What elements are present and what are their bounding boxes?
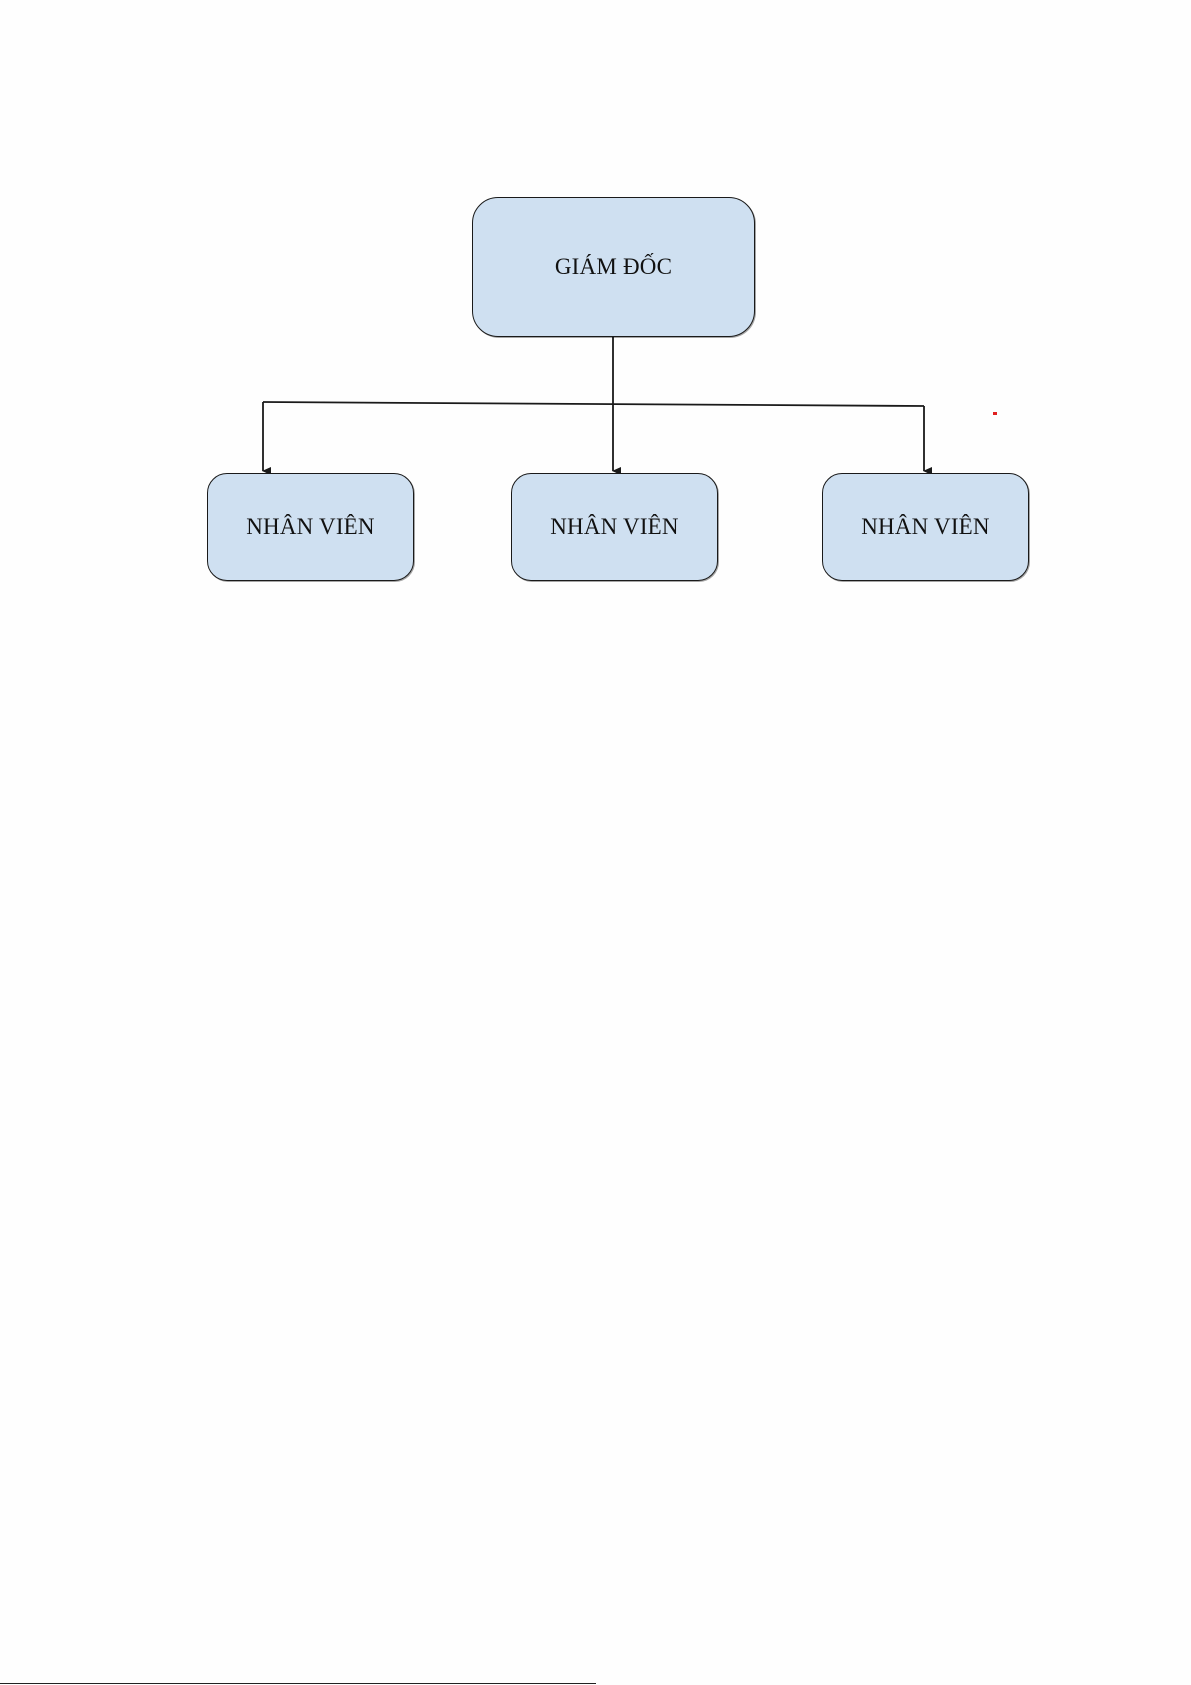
footnote-separator-line <box>0 1683 596 1684</box>
employee-label-2: NHÂN VIÊN <box>550 514 679 540</box>
director-label: GIÁM ĐỐC <box>555 254 672 280</box>
employee-label-1: NHÂN VIÊN <box>246 514 375 540</box>
employee-node-3: NHÂN VIÊN <box>822 473 1029 581</box>
stray-red-mark <box>993 412 997 415</box>
employee-label-3: NHÂN VIÊN <box>861 514 990 540</box>
employee-node-1: NHÂN VIÊN <box>207 473 414 581</box>
horizontal-bus-line <box>263 402 924 406</box>
employee-node-2: NHÂN VIÊN <box>511 473 718 581</box>
director-node: GIÁM ĐỐC <box>472 197 755 337</box>
